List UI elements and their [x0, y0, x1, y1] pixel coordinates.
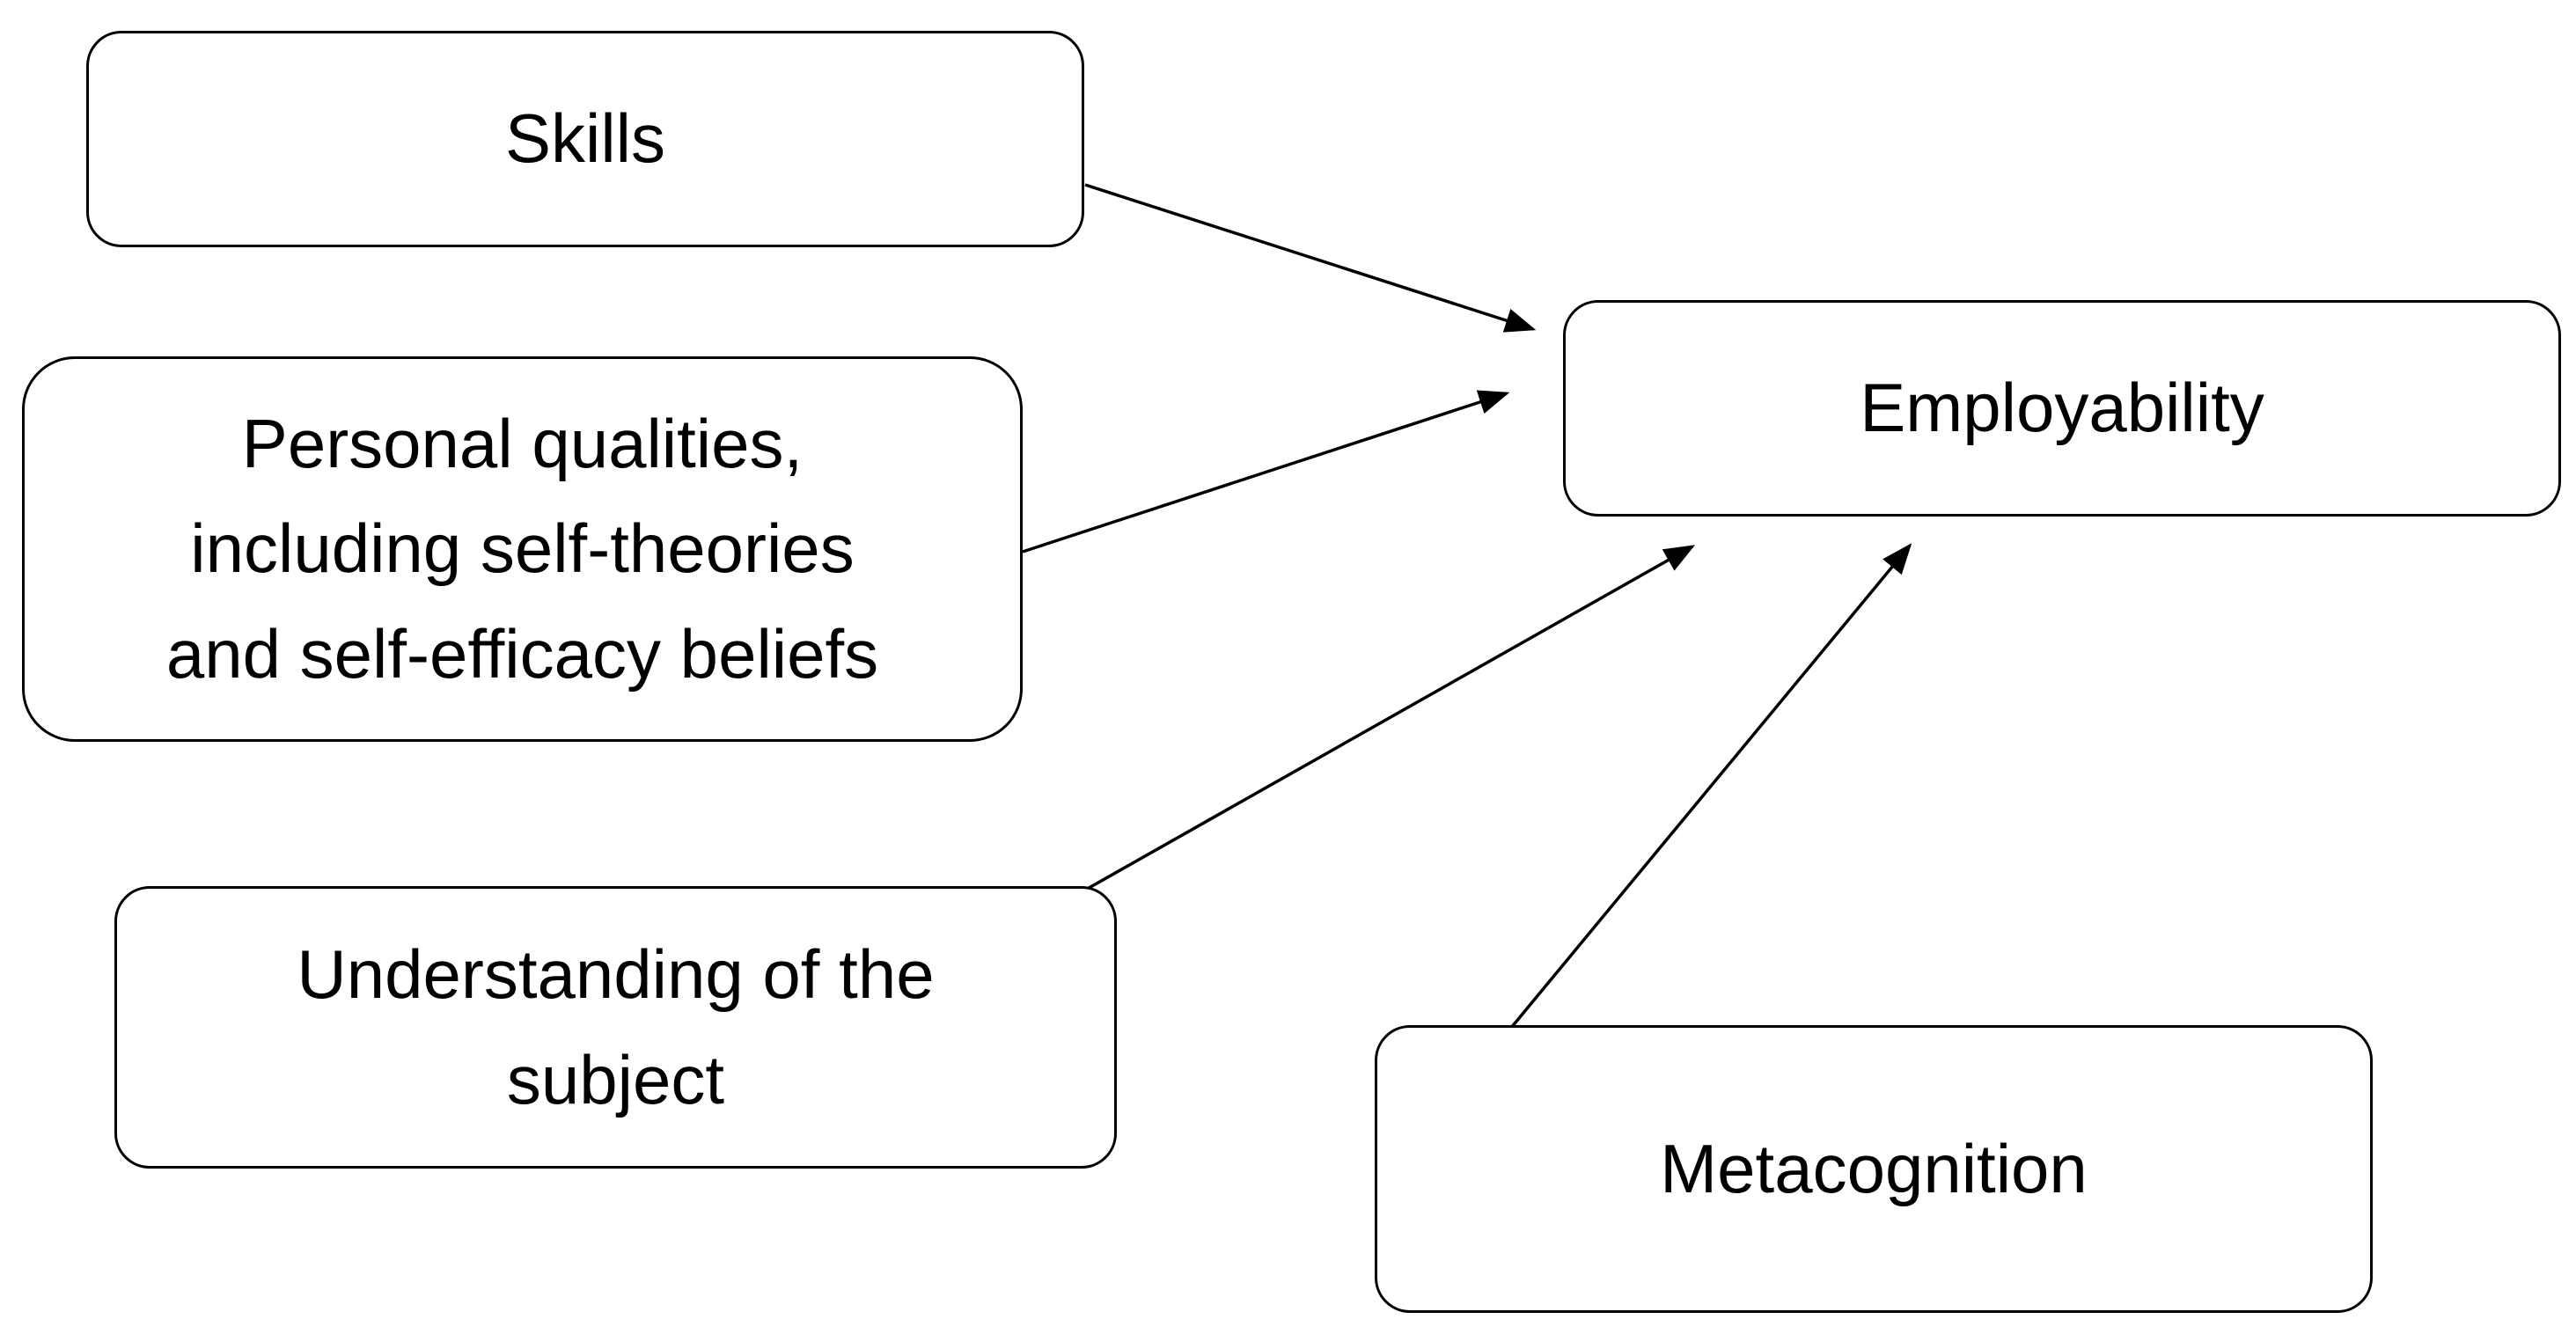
- understanding-box: Understanding of the subject: [114, 886, 1117, 1169]
- arrow-understanding-to-employability: [1083, 545, 1696, 892]
- personal-qualities-box: Personal qualities, including self-theor…: [22, 356, 1023, 742]
- personal-qualities-label: Personal qualities, including self-theor…: [165, 405, 879, 693]
- employability-box: Employability: [1563, 300, 2561, 517]
- metacognition-box: Metacognition: [1375, 1025, 2373, 1313]
- arrow-personal-qualities-to-employability: [1022, 390, 1510, 553]
- arrow-metacognition-to-employability: [1509, 543, 1912, 1030]
- arrow-skills-to-employability: [1084, 183, 1537, 333]
- employability-label: Employability: [1860, 369, 2264, 447]
- metacognition-label: Metacognition: [1660, 1129, 2088, 1207]
- understanding-label: Understanding of the subject: [297, 935, 935, 1118]
- skills-box: Skills: [86, 31, 1084, 247]
- skills-label: Skills: [504, 99, 665, 178]
